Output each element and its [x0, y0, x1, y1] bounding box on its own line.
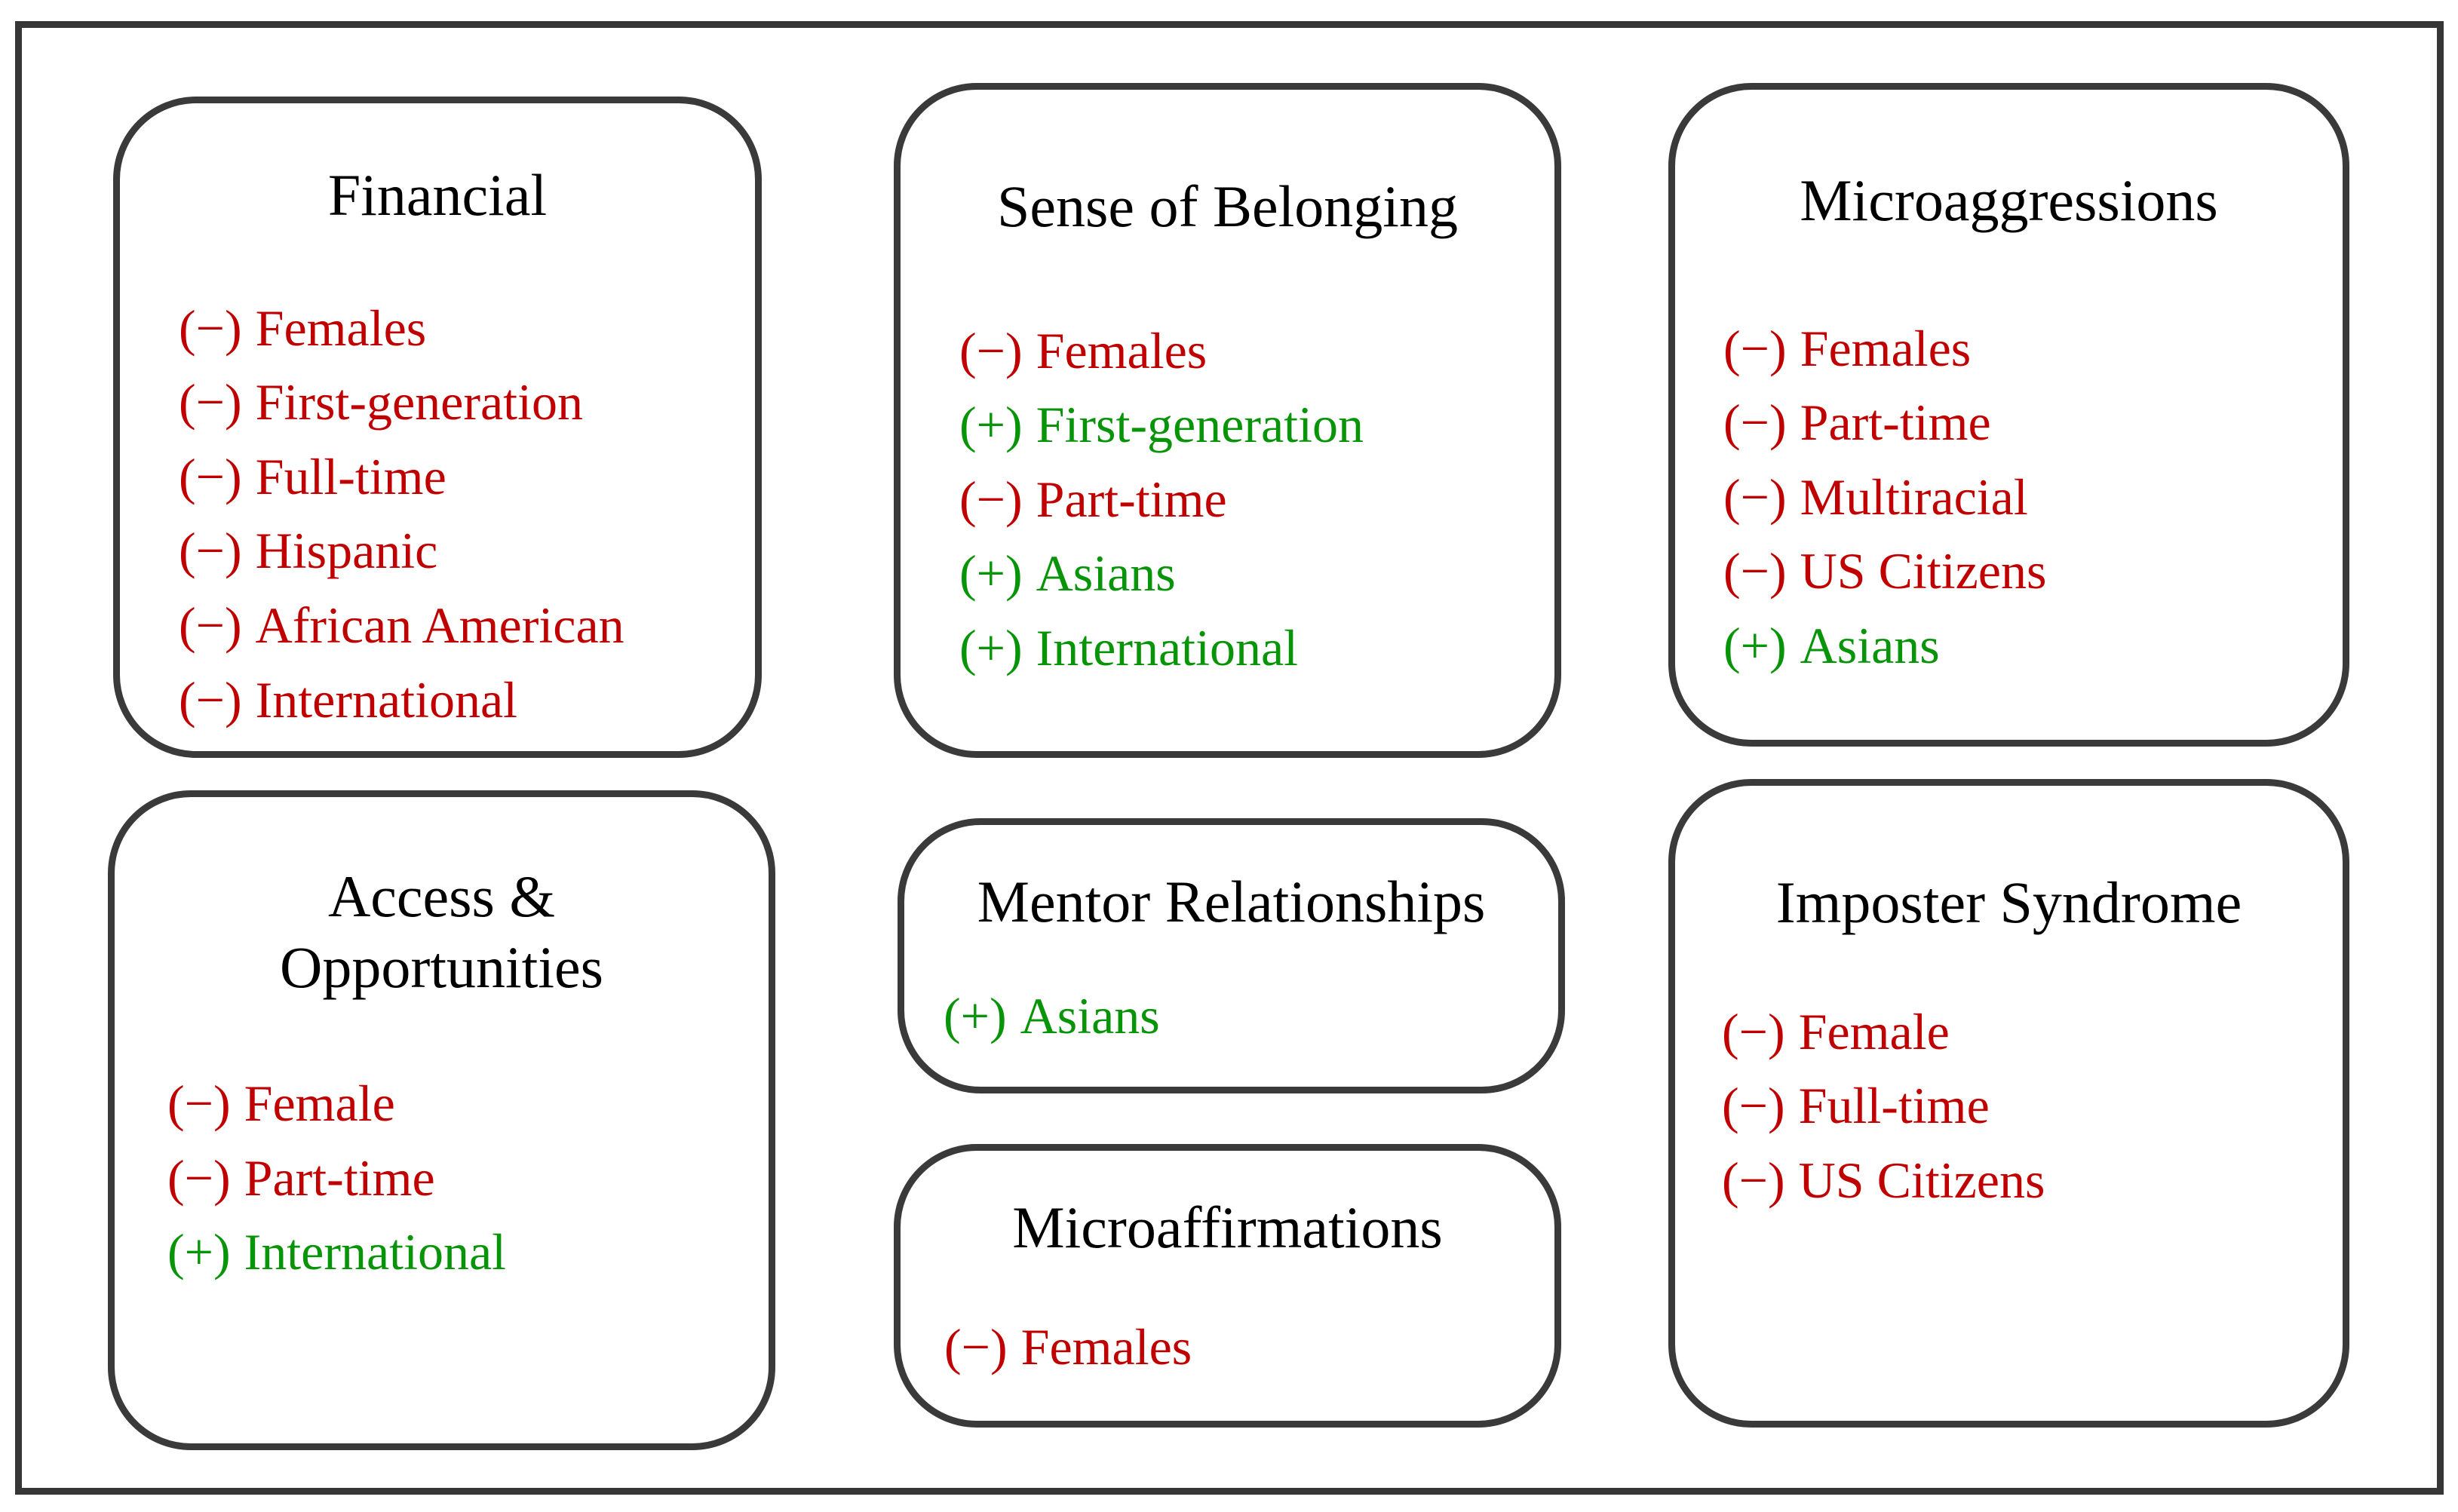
plus-sign: (+): [959, 396, 1023, 454]
list-item: (+)Asians: [1723, 609, 2343, 683]
box-items: (−)Females: [901, 1310, 1554, 1385]
box-items: (−)Female(−)Full-time(−)US Citizens: [1675, 995, 2343, 1218]
list-item: (+)Asians: [944, 979, 1558, 1053]
group-label: Part-time: [244, 1149, 435, 1207]
minus-sign: (−): [167, 1149, 231, 1207]
group-label: International: [1036, 618, 1299, 676]
box-sense-of-belonging: Sense of Belonging (−)Females(+)First-ge…: [894, 83, 1561, 758]
outer-border: [15, 21, 2444, 1495]
box-access-opportunities: Access & Opportunities (−)Female(−)Part-…: [108, 790, 775, 1450]
list-item: (−)Part-time: [959, 462, 1554, 537]
group-label: Asians: [1800, 616, 1940, 674]
list-item: (−)Full-time: [1722, 1069, 2343, 1143]
list-item: (−)First-generation: [179, 365, 755, 440]
minus-sign: (−): [1722, 1151, 1785, 1209]
minus-sign: (−): [179, 596, 242, 654]
minus-sign: (−): [1723, 394, 1787, 452]
box-title: Microaffirmations: [1012, 1195, 1443, 1260]
minus-sign: (−): [1723, 319, 1787, 377]
group-label: International: [255, 670, 518, 728]
group-label: African American: [255, 596, 624, 654]
box-items: (−)Female(−)Part-time(+)International: [115, 1066, 769, 1290]
plus-sign: (+): [944, 986, 1007, 1044]
list-item: (−)US Citizens: [1723, 534, 2343, 609]
group-label: Hispanic: [255, 522, 438, 580]
plus-sign: (+): [959, 544, 1023, 603]
group-label: Females: [1800, 319, 1972, 377]
box-items: (−)Females(−)Part-time(−)Multiracial(−)U…: [1675, 311, 2343, 683]
list-item: (−)Hispanic: [179, 514, 755, 588]
box-imposter-syndrome: Imposter Syndrome (−)Female(−)Full-time(…: [1668, 779, 2349, 1428]
list-item: (−)African American: [179, 588, 755, 663]
list-item: (−)Female: [1722, 995, 2343, 1069]
list-item: (+)First-generation: [959, 388, 1554, 462]
list-item: (−)Part-time: [167, 1141, 769, 1216]
group-label: US Citizens: [1798, 1151, 2045, 1209]
box-microaffirmations: Microaffirmations (−)Females: [894, 1144, 1561, 1428]
minus-sign: (−): [959, 321, 1023, 379]
box-title: Access & Opportunities: [280, 863, 603, 1000]
group-label: Female: [244, 1075, 395, 1133]
minus-sign: (−): [179, 670, 242, 728]
box-title: Mentor Relationships: [977, 869, 1486, 934]
group-label: Asians: [1036, 544, 1176, 603]
box-title: Financial: [327, 162, 548, 228]
list-item: (−)Females: [944, 1310, 1554, 1385]
group-label: Full-time: [255, 447, 446, 505]
minus-sign: (−): [179, 522, 242, 580]
minus-sign: (−): [1722, 1077, 1785, 1135]
group-label: Female: [1798, 1002, 1950, 1060]
group-label: First-generation: [255, 373, 583, 431]
list-item: (−)Females: [959, 314, 1554, 388]
minus-sign: (−): [959, 470, 1023, 528]
box-title: Microaggressions: [1800, 167, 2218, 233]
list-item: (−)Females: [1723, 311, 2343, 386]
box-items: (−)Females(+)First-generation(−)Part-tim…: [901, 314, 1554, 685]
group-label: US Citizens: [1800, 542, 2047, 600]
group-label: Females: [1036, 321, 1208, 379]
plus-sign: (+): [167, 1223, 231, 1281]
minus-sign: (−): [1722, 1002, 1785, 1060]
group-label: Multiracial: [1800, 468, 2028, 526]
list-item: (−)Full-time: [179, 440, 755, 514]
list-item: (+)International: [167, 1215, 769, 1290]
list-item: (+)International: [959, 611, 1554, 685]
box-microaggressions: Microaggressions (−)Females(−)Part-time(…: [1668, 83, 2349, 747]
box-title: Imposter Syndrome: [1775, 869, 2242, 935]
minus-sign: (−): [1723, 468, 1787, 526]
group-label: International: [244, 1223, 507, 1281]
box-financial: Financial (−)Females(−)First-generation(…: [113, 97, 762, 758]
box-title: Sense of Belonging: [997, 173, 1458, 239]
group-label: Females: [1020, 1317, 1192, 1376]
minus-sign: (−): [944, 1317, 1008, 1376]
group-label: First-generation: [1036, 396, 1364, 454]
list-item: (−)Females: [179, 291, 755, 366]
list-item: (−)International: [179, 663, 755, 738]
list-item: (+)Asians: [959, 536, 1554, 611]
group-label: Part-time: [1036, 470, 1227, 528]
box-items: (−)Females(−)First-generation(−)Full-tim…: [120, 291, 755, 738]
minus-sign: (−): [179, 447, 242, 505]
minus-sign: (−): [179, 373, 242, 431]
group-label: Females: [255, 299, 427, 357]
list-item: (−)Part-time: [1723, 385, 2343, 460]
list-item: (−)Female: [167, 1066, 769, 1141]
list-item: (−)US Citizens: [1722, 1143, 2343, 1218]
group-label: Full-time: [1798, 1077, 1990, 1135]
minus-sign: (−): [167, 1075, 231, 1133]
box-items: (+)Asians: [904, 979, 1558, 1053]
plus-sign: (+): [959, 618, 1023, 676]
box-mentor-relationships: Mentor Relationships (+)Asians: [898, 818, 1565, 1093]
group-label: Part-time: [1800, 394, 1991, 452]
group-label: Asians: [1020, 986, 1160, 1044]
minus-sign: (−): [179, 299, 242, 357]
minus-sign: (−): [1723, 542, 1787, 600]
list-item: (−)Multiracial: [1723, 460, 2343, 535]
plus-sign: (+): [1723, 616, 1787, 674]
